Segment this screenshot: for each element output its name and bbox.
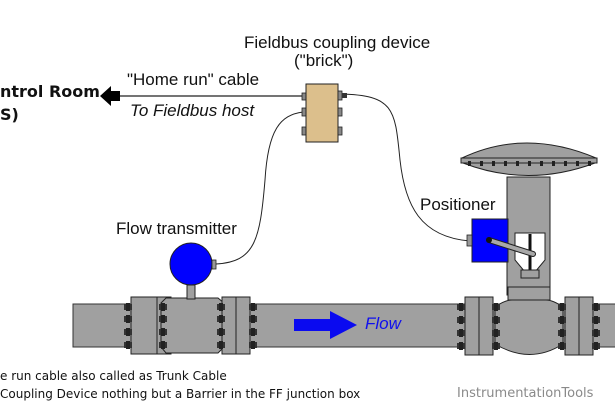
flow-transmitter-icon xyxy=(169,242,217,286)
control-room-sublabel: S) xyxy=(0,105,19,124)
coupling-device-brick-icon xyxy=(301,83,347,143)
coupling-device-sublabel: ("brick") xyxy=(294,51,354,70)
positioner-label: Positioner xyxy=(420,195,496,214)
fieldbus-cables xyxy=(112,93,471,265)
control-room-label: ntrol Room xyxy=(0,82,100,101)
note-line-1: e run cable also called as Trunk Cable xyxy=(0,369,227,383)
home-run-cable-label: "Home run" cable xyxy=(127,70,260,89)
note-line-2: Coupling Device nothing but a Barrier in… xyxy=(0,387,361,401)
flow-meter-body xyxy=(124,284,257,355)
fieldbus-host-label: To Fieldbus host xyxy=(130,101,255,120)
flow-label: Flow xyxy=(365,314,401,333)
coupling-device-label: Fieldbus coupling device xyxy=(244,33,431,52)
control-valve-icon xyxy=(457,142,600,356)
watermark: InstrumentationTools xyxy=(457,386,594,401)
flow-transmitter-label: Flow transmitter xyxy=(116,219,237,238)
arrow-left-icon xyxy=(100,86,120,106)
flow-arrow-icon xyxy=(294,311,357,339)
